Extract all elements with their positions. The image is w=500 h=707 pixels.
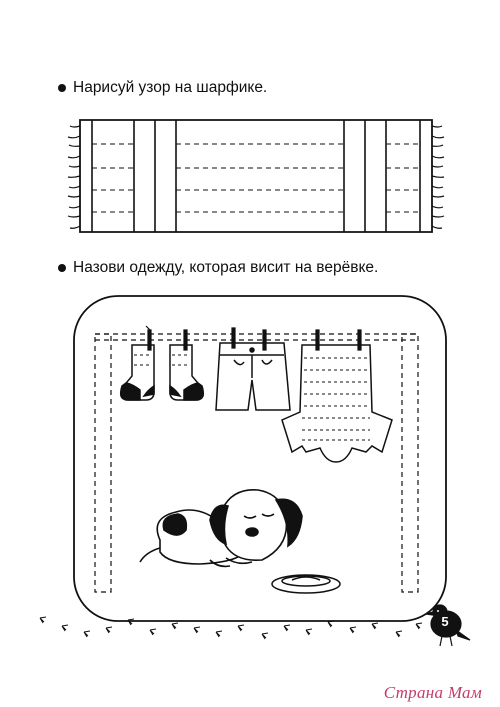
task-2: Назови одежду, которая висит на верёвке.: [58, 259, 378, 277]
task-1: Нарисуй узор на шарфике.: [58, 79, 267, 97]
scarf-icon: [67, 119, 445, 233]
watermark: Страна Мам: [383, 683, 482, 702]
food-bowl-icon: [271, 574, 341, 594]
shorts-icon: [215, 342, 291, 411]
task-2-text: Назови одежду, которая висит на верёвке.: [73, 259, 379, 276]
footprints-icon: [39, 616, 423, 640]
clothesline-frame: [73, 295, 447, 622]
bullet-dot-icon: [58, 84, 66, 92]
task-1-text: Нарисуй узор на шарфике.: [73, 79, 268, 96]
sleeping-puppy-icon: [139, 489, 303, 568]
sweater-icon: [281, 344, 393, 463]
socks-icon: [119, 344, 205, 401]
page-number: 5: [436, 613, 454, 631]
clothes-pin-icons: [145, 325, 362, 351]
bullet-dot-icon: [58, 264, 66, 272]
